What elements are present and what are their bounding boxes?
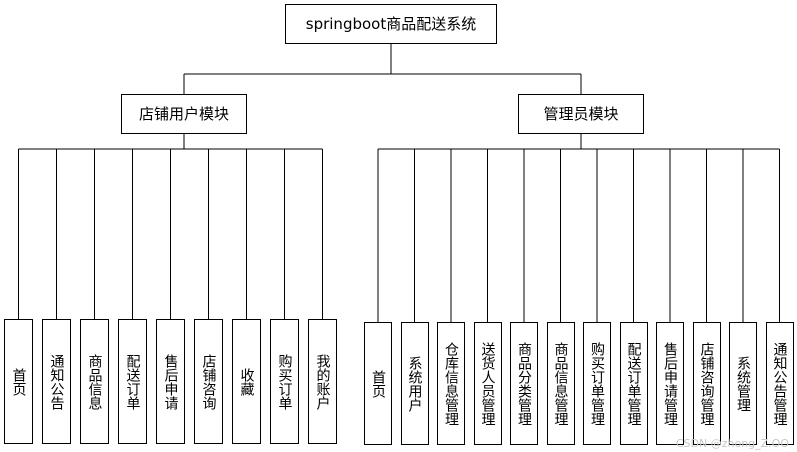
leaf-label: 商品信息管理 [552, 341, 569, 426]
leaf-label: 收藏 [238, 367, 255, 396]
module-label: 管理员模块 [543, 104, 619, 123]
leaf-node: 商品信息 [80, 319, 109, 444]
leaf-node: 首页 [364, 322, 392, 445]
leaf-node: 商品信息管理 [546, 322, 575, 445]
leaf-label: 商品信息 [86, 353, 103, 410]
leaf-label: 店铺咨询管理 [698, 341, 715, 426]
leaf-node: 仓库信息管理 [437, 322, 465, 445]
leaf-node: 系统用户 [400, 322, 429, 445]
leaf-label: 仓库信息管理 [443, 341, 459, 426]
root-label: springboot商品配送系统 [305, 14, 477, 33]
leaf-label: 送货人员管理 [479, 341, 496, 426]
leaf-node: 配送订单管理 [619, 322, 648, 445]
leaf-node: 我的账户 [308, 319, 337, 444]
leaf-label: 购买订单管理 [589, 341, 605, 426]
watermark: CSDN @zhong_Z.OO [675, 437, 789, 450]
leaf-label: 店铺咨询 [200, 353, 217, 410]
root-node: springboot商品配送系统 [285, 4, 497, 44]
leaf-node: 售后申请 [156, 319, 185, 444]
leaf-node: 配送订单 [118, 319, 147, 444]
leaf-node: 系统管理 [729, 322, 757, 445]
leaf-node: 商品分类管理 [510, 322, 538, 445]
leaf-label: 配送订单 [124, 353, 141, 410]
leaf-label: 售后申请管理 [662, 341, 678, 426]
leaf-label: 通知公告管理 [771, 341, 788, 426]
leaf-node: 店铺咨询管理 [692, 322, 721, 445]
module-admin: 管理员模块 [518, 94, 644, 134]
leaf-node: 店铺咨询 [194, 319, 223, 444]
leaf-label: 通知公告 [48, 353, 65, 410]
leaf-label: 购买订单 [276, 353, 293, 410]
leaf-node: 通知公告管理 [765, 322, 794, 445]
module-store-user: 店铺用户模块 [121, 94, 247, 134]
leaf-label: 商品分类管理 [516, 341, 532, 426]
leaf-label: 系统用户 [406, 355, 423, 412]
leaf-label: 配送订单管理 [625, 341, 642, 426]
leaf-label: 售后申请 [162, 353, 179, 410]
leaf-node: 通知公告 [42, 319, 71, 444]
leaf-node: 购买订单管理 [583, 322, 611, 445]
module-label: 店铺用户模块 [138, 104, 229, 123]
leaf-label: 首页 [370, 369, 386, 398]
leaf-node: 售后申请管理 [656, 322, 684, 445]
leaf-label: 系统管理 [735, 355, 751, 412]
leaf-node: 首页 [4, 319, 33, 444]
leaf-node: 收藏 [232, 319, 261, 444]
leaf-node: 购买订单 [270, 319, 299, 444]
leaf-label: 我的账户 [314, 353, 331, 410]
leaf-node: 送货人员管理 [473, 322, 502, 445]
leaf-label: 首页 [10, 367, 27, 396]
